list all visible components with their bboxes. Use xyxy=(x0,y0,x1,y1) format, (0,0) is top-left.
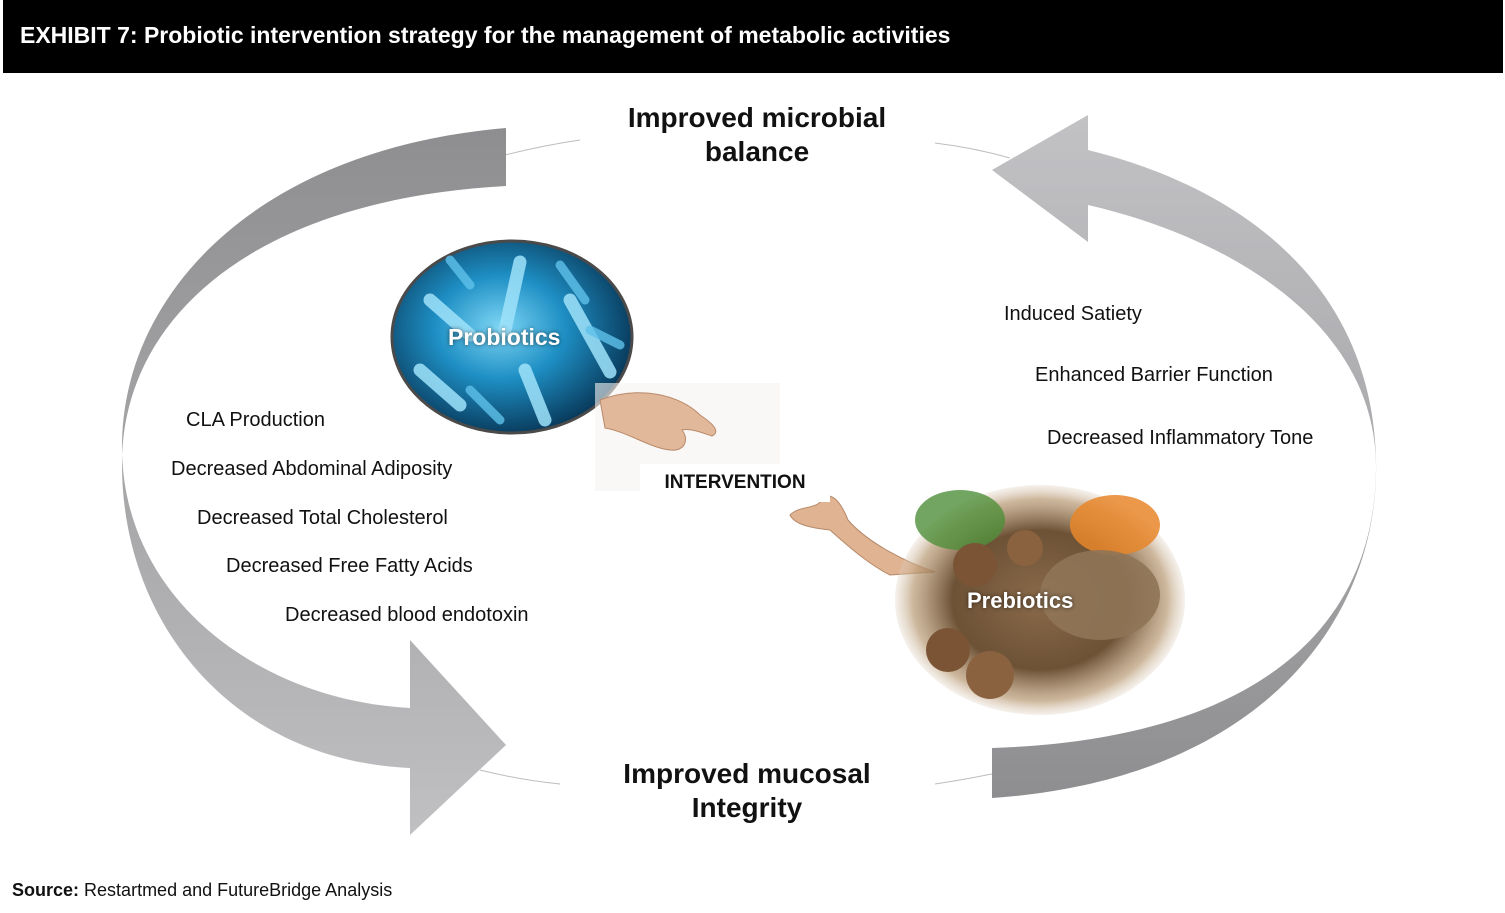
right-effect-item: Induced Satiety xyxy=(1004,303,1142,325)
bottom-outcome-line2: Integrity xyxy=(691,792,803,823)
right-cycle-arrow xyxy=(992,115,1377,798)
left-cycle-arrow xyxy=(121,128,506,835)
intervention-label: INTERVENTION xyxy=(640,464,830,502)
left-effect-item: Decreased Total Cholesterol xyxy=(197,507,448,529)
left-effect-item: Decreased Abdominal Adiposity xyxy=(171,458,453,480)
source-text: Restartmed and FutureBridge Analysis xyxy=(84,880,393,900)
prebiotics-label: Prebiotics xyxy=(967,588,1074,613)
top-outcome-line2: balance xyxy=(704,136,810,167)
header-bar: EXHIBIT 7: Probiotic intervention strate… xyxy=(3,0,1503,73)
source-label: Source: xyxy=(12,880,80,900)
bottom-outcome-label: Improved mucosal Integrity xyxy=(588,757,906,825)
lower-hand-image xyxy=(789,495,936,576)
right-effect-item: Decreased Inflammatory Tone xyxy=(1047,427,1314,449)
probiotics-label: Probiotics xyxy=(448,324,561,350)
source-note: Source: Restartmed and FutureBridge Anal… xyxy=(12,880,392,901)
top-outcome-label: Improved microbial balance xyxy=(598,101,916,169)
probiotics-image xyxy=(390,239,634,435)
left-effect-item: Decreased Free Fatty Acids xyxy=(226,555,473,577)
prebiotics-image xyxy=(895,485,1185,715)
left-effect-item: Decreased blood endotoxin xyxy=(285,604,529,626)
right-effect-item: Enhanced Barrier Function xyxy=(1035,364,1273,386)
bottom-outcome-line1: Improved mucosal xyxy=(623,758,871,789)
top-outcome-line1: Improved microbial xyxy=(627,102,887,133)
exhibit-title: EXHIBIT 7: Probiotic intervention strate… xyxy=(20,22,951,48)
left-effect-item: CLA Production xyxy=(186,409,325,431)
